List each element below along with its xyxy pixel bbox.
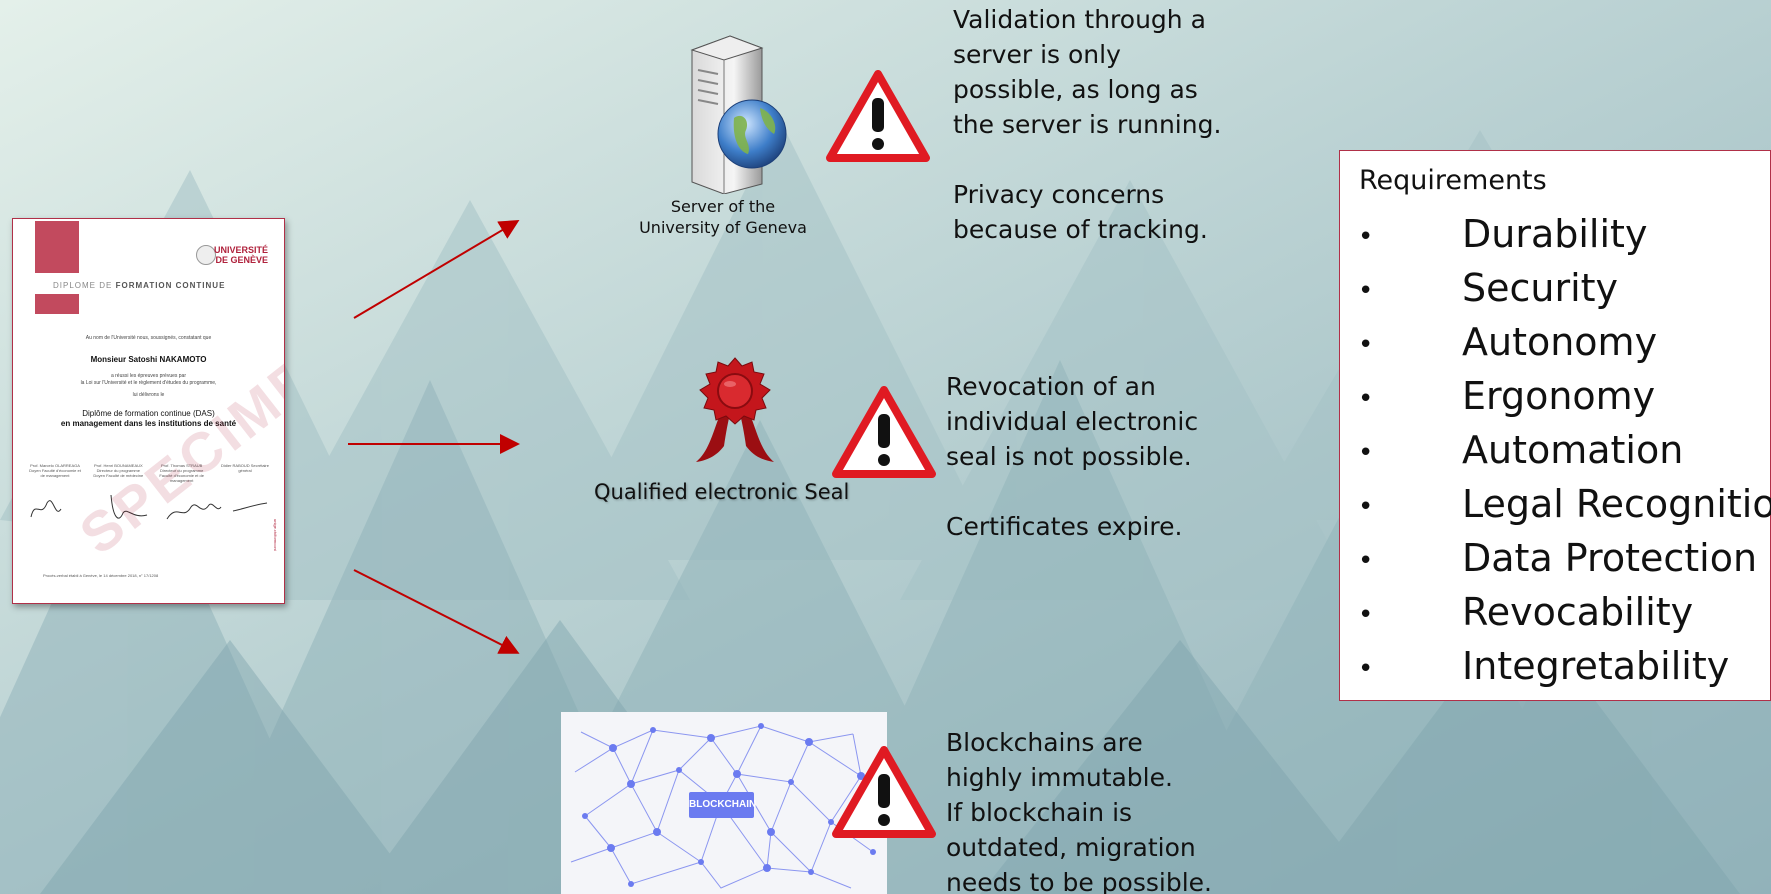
requirement-label: Durability <box>1462 212 1648 256</box>
seal-caption: Qualified electronic Seal <box>594 480 850 504</box>
handwritten-signatures <box>30 494 268 520</box>
signatory: Prof. Henri BOUNAMEAUX Directeur du prog… <box>93 463 144 478</box>
heading-bold: FORMATION CONTINUE <box>115 281 226 290</box>
diploma-line: a réussi les épreuves prévues par <box>110 373 187 379</box>
bullet: • <box>1358 437 1374 468</box>
server-note-running: Validation through a server is only poss… <box>953 5 1222 139</box>
blockchain-note-immutable: Blockchains are highly immutable. If blo… <box>946 728 1212 894</box>
diploma-degree: en management dans les institutions de s… <box>60 419 237 428</box>
requirement-label: Data Protection <box>1462 536 1758 580</box>
blockchain-network-graph <box>570 723 876 889</box>
blockchain-tag: BLOCKCHAIN <box>689 792 756 818</box>
diploma-signatories: Prof. Marcelo OLARREAGA Doyen Faculté d'… <box>27 463 273 483</box>
diploma-footer: Procès-verbal établi à Genève, le 14 déc… <box>43 573 159 578</box>
bullet: • <box>1358 275 1374 306</box>
diploma-heading: DIPLOME DE FORMATION CONTINUE <box>53 281 225 290</box>
signatory: Prof. Marcelo OLARREAGA Doyen Faculté d'… <box>29 463 81 478</box>
server-globe-icon <box>690 35 787 194</box>
list-item: • Integretability <box>1358 639 1771 693</box>
university-logo: UNIVERSITÉ DE GENÈVE <box>214 245 268 265</box>
warning-icon <box>832 746 936 838</box>
diploma-specimen: UNIVERSITÉ DE GENÈVE DIPLOME DE FORMATIO… <box>12 218 285 604</box>
diploma-red-block <box>35 221 79 273</box>
diploma-line: la Loi sur l'Université et le règlement … <box>80 380 217 386</box>
specimen-watermark: SPECIMEN <box>68 316 285 567</box>
seal-note-certificates: Certificates expire. <box>946 512 1183 541</box>
arrows <box>348 219 520 654</box>
list-item: • Autonomy <box>1358 315 1771 369</box>
requirement-label: Revocability <box>1462 590 1694 634</box>
diploma-degree: Diplôme de formation continue (DAS) <box>82 409 215 418</box>
requirements-title: Requirements <box>1359 165 1547 196</box>
bullet: • <box>1358 329 1374 360</box>
list-item: • Revocability <box>1358 585 1771 639</box>
server-caption: Server of the University of Geneva <box>639 197 807 237</box>
arrow-to-blockchain <box>353 569 520 654</box>
diploma-side-text: unige.ch/formcont <box>273 519 278 551</box>
requirement-label: Integretability <box>1462 644 1730 688</box>
warning-icon <box>832 386 936 478</box>
list-item: • Data Protection <box>1358 531 1771 585</box>
requirement-label: Ergonomy <box>1462 374 1656 418</box>
wax-seal-icon <box>696 357 774 462</box>
requirements-list: • Durability • Security • Autonomy • Ergonom… <box>1358 207 1771 693</box>
signatory: Didier RABOUD Secrétaire général <box>220 463 269 473</box>
blockchain-network-image: BLOCKCHAIN <box>561 712 887 894</box>
bullet: • <box>1358 545 1374 576</box>
bullet: • <box>1358 653 1374 684</box>
list-item: • Ergonomy <box>1358 369 1771 423</box>
requirements-box: Requirements • Durability • Security • Auto… <box>1339 150 1771 701</box>
seal-note-revocation: Revocation of an individual electronic s… <box>946 372 1199 471</box>
logo-line-1: UNIVERSITÉ <box>213 245 268 255</box>
requirement-label: Security <box>1462 266 1619 310</box>
list-item: • Legal Recognition <box>1358 477 1771 531</box>
arrow-to-server <box>353 219 520 319</box>
seal-notes: Revocation of an individual electronic s… <box>946 369 1246 544</box>
diploma-red-block <box>35 294 79 314</box>
bullet: • <box>1358 491 1374 522</box>
requirement-label: Automation <box>1462 428 1684 472</box>
list-item: • Security <box>1358 261 1771 315</box>
list-item: • Durability <box>1358 207 1771 261</box>
diploma-preamble: Au nom de l'Université nous, soussignés,… <box>85 335 212 341</box>
signatory: Prof. Thomas STRAUB Directeur du program… <box>159 463 204 483</box>
bullet: • <box>1358 599 1374 630</box>
server-notes: Validation through a server is only poss… <box>953 2 1253 247</box>
requirement-label: Autonomy <box>1462 320 1658 364</box>
list-item: • Automation <box>1358 423 1771 477</box>
requirement-label: Legal Recognition <box>1462 482 1771 526</box>
logo-line-2: DE GENÈVE <box>215 255 268 265</box>
heading-prefix: DIPLOME DE <box>53 281 116 290</box>
warning-icon <box>826 70 930 162</box>
diploma-recipient: Monsieur Satoshi NAKAMOTO <box>90 355 207 364</box>
blockchain-notes: Blockchains are highly immutable. If blo… <box>946 725 1246 894</box>
server-note-privacy: Privacy concerns because of tracking. <box>953 180 1208 244</box>
bullet: • <box>1358 221 1374 252</box>
diploma-line: lui délivrons le <box>132 392 165 398</box>
university-crest-icon <box>196 245 216 265</box>
bullet: • <box>1358 383 1374 414</box>
